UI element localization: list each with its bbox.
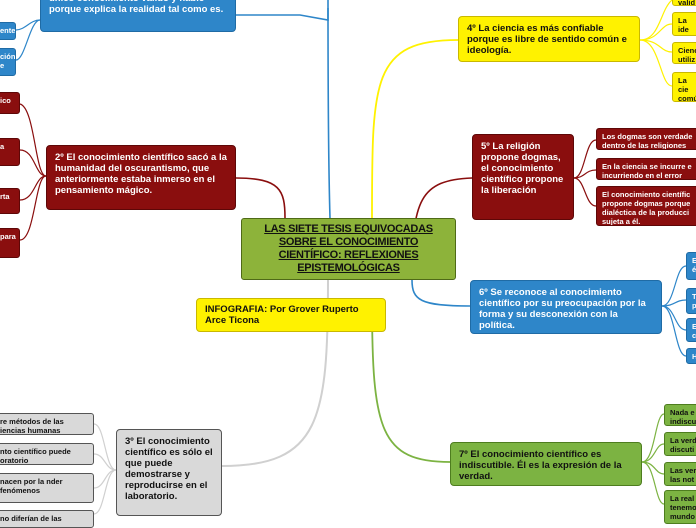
topic-2-sub-4[interactable]: para [0, 228, 20, 258]
topic-7-sub-2[interactable]: La verd discuti [664, 432, 696, 456]
topic-4-sub-2[interactable]: La ide sentid [672, 12, 696, 36]
central-topic[interactable]: LAS SIETE TESIS EQUIVOCADAS SOBRE EL CON… [241, 218, 456, 280]
topic-6-sub-3[interactable]: El ci [686, 318, 696, 342]
topic-3-sub-2[interactable]: nto científico puede oratorio [0, 443, 94, 465]
topic-4-sub-3[interactable]: Cienc utiliz [672, 42, 696, 64]
topic-4-sub-4[interactable]: La cie comú conte [672, 72, 696, 102]
topic-2-sub-2[interactable]: a [0, 138, 20, 166]
topic-1-sub-2[interactable]: ción e [0, 48, 16, 76]
topic-4-node[interactable]: 4º La ciencia es más confiable porque es… [458, 16, 640, 62]
topic-4-sub-1[interactable]: valid [672, 0, 696, 6]
author-label[interactable]: INFOGRAFIA: Por Grover Ruperto Arce Tico… [196, 298, 386, 332]
topic-7-sub-1[interactable]: Nada e indiscu [664, 404, 696, 426]
topic-6-sub-2[interactable]: To p [686, 288, 696, 314]
topic-3-node[interactable]: 3º El conocimiento científico es sólo el… [116, 429, 222, 516]
topic-2-sub-3[interactable]: rta [0, 188, 20, 214]
topic-6-sub-1[interactable]: El é [686, 252, 696, 280]
topic-3-sub-1[interactable]: re métodos de las iencias humanas [0, 413, 94, 435]
topic-7-sub-4[interactable]: La real tenemo mundo [664, 490, 696, 524]
topic-5-sub-2[interactable]: En la ciencia se incurre e incurriendo e… [596, 158, 696, 180]
topic-5-sub-1[interactable]: Los dogmas son verdade dentro de las rel… [596, 128, 696, 150]
topic-1-sub-1[interactable]: ente [0, 22, 16, 40]
topic-3-sub-4[interactable]: no diferían de las [0, 510, 94, 528]
topic-7-node[interactable]: 7º El conocimiento científico es indiscu… [450, 442, 642, 486]
topic-3-sub-3[interactable]: nacen por la nder fenómenos [0, 473, 94, 503]
topic-5-node[interactable]: 5º La religión propone dogmas, el conoci… [472, 134, 574, 220]
topic-2-node[interactable]: 2º El conocimiento científico sacó a la … [46, 145, 236, 210]
topic-2-sub-1[interactable]: ico [0, 92, 20, 114]
topic-1-node[interactable]: único conocimiento válido y hable porque… [40, 0, 236, 32]
topic-6-node[interactable]: 6º Se reconoce al conocimiento científic… [470, 280, 662, 334]
topic-6-sub-4[interactable]: H [686, 348, 696, 364]
topic-5-sub-3[interactable]: El conocimiento científic propone dogmas… [596, 186, 696, 226]
topic-7-sub-3[interactable]: Las ver las not [664, 462, 696, 486]
